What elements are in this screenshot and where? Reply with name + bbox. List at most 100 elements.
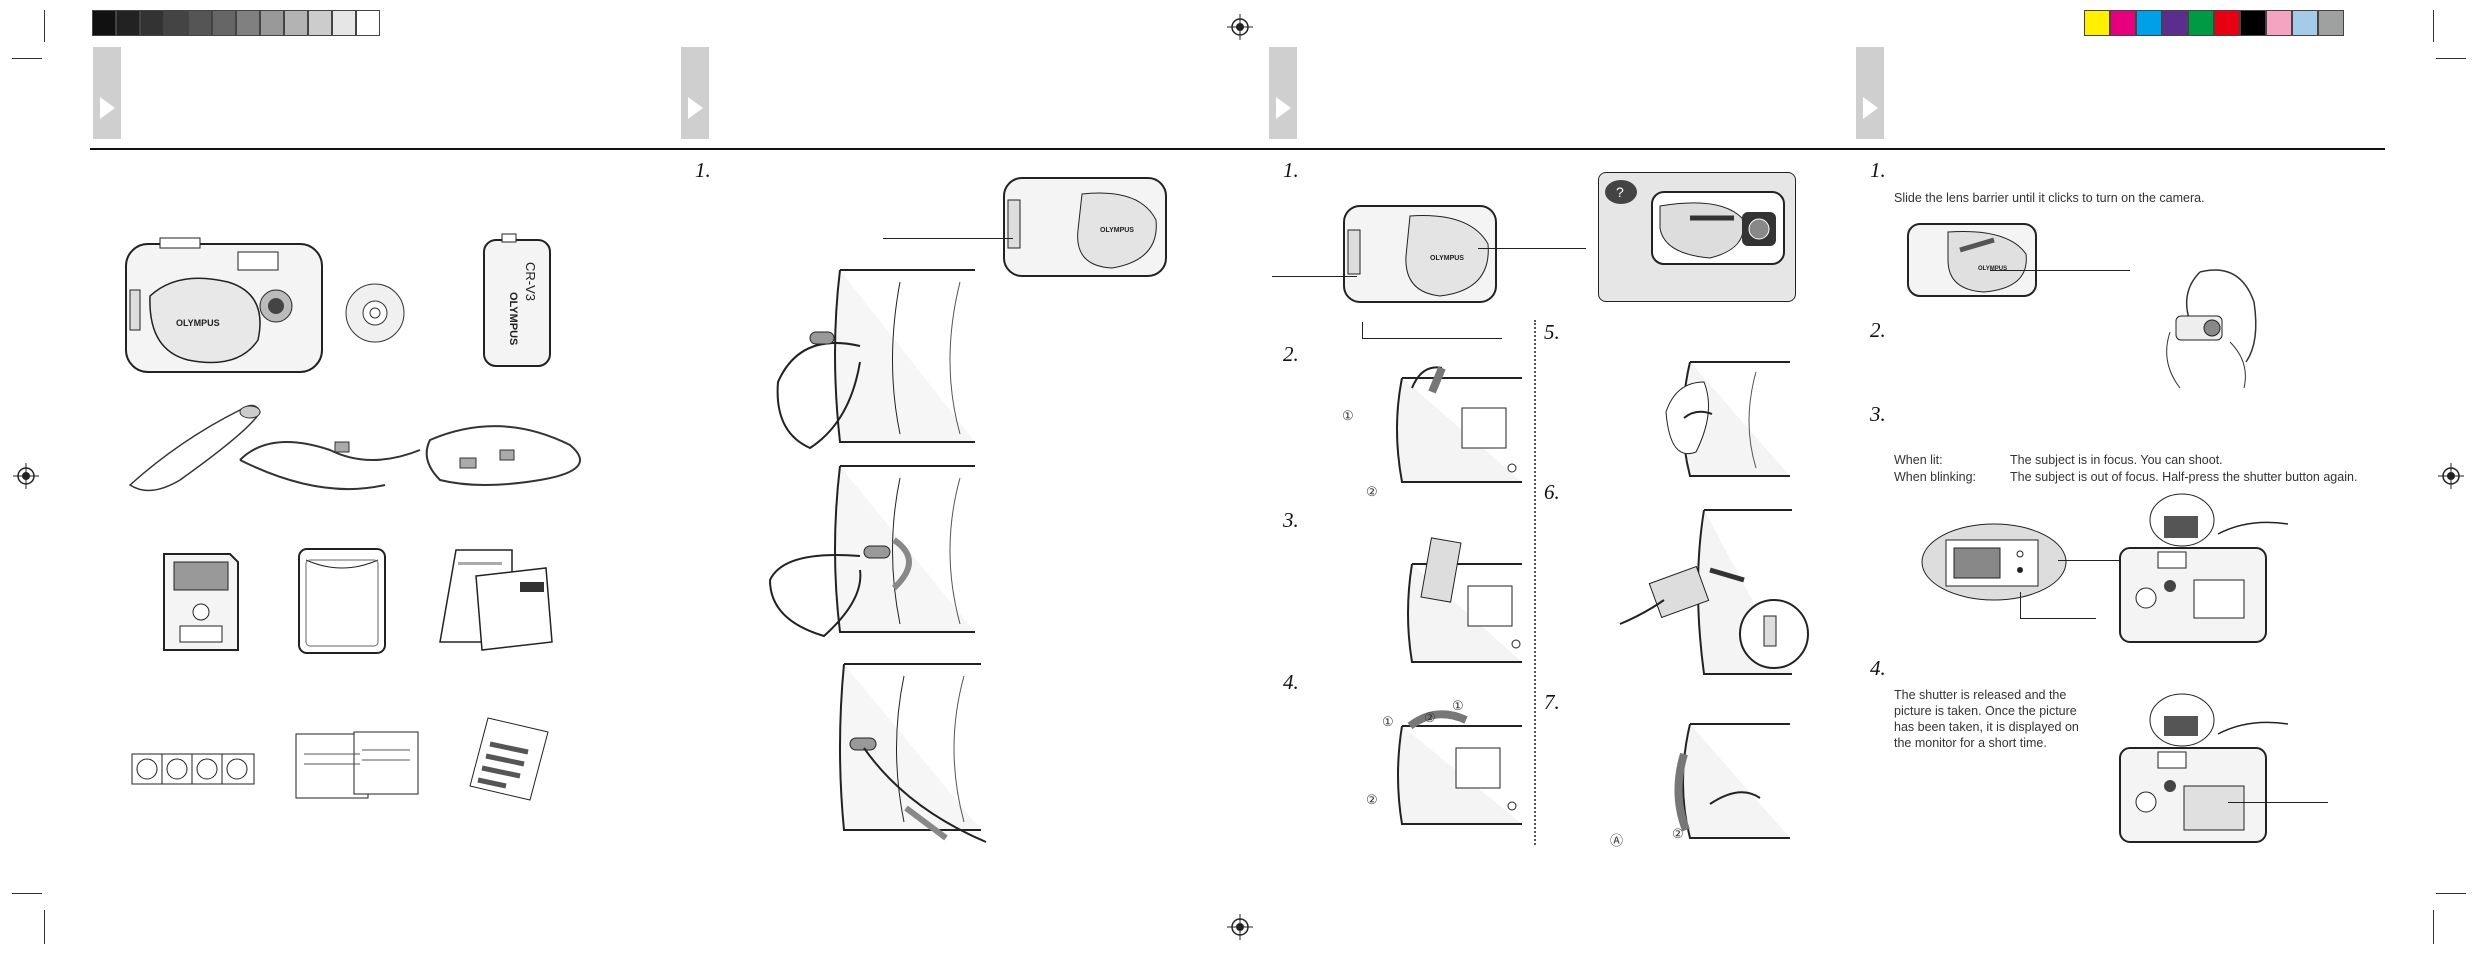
page-tab	[1269, 47, 1297, 139]
battery-model-label: CR-V3	[523, 262, 538, 301]
brand-label: OLYMPUS	[176, 318, 220, 328]
callout-number: ①	[1452, 698, 1464, 713]
triangle-icon	[688, 97, 703, 119]
triangle-icon	[1276, 97, 1291, 119]
camera-front-illustration: OLYMPUS	[1340, 196, 1500, 306]
gray-swatch	[260, 10, 284, 36]
step-number: 1.	[1870, 158, 1886, 182]
page-tab	[1856, 47, 1884, 139]
callout-number: ②	[1424, 710, 1436, 725]
callout-letter: Ⓐ	[1610, 833, 1624, 848]
instruction-text: Slide the lens barrier until it clicks t…	[1894, 191, 2205, 205]
instruction-text: The shutter is released and the picture …	[1894, 688, 2079, 750]
registration-target-icon	[1227, 914, 1253, 940]
battery-brand-label: OLYMPUS	[507, 292, 519, 345]
smartmedia-card-illustration	[160, 550, 242, 654]
triangle-icon	[1863, 97, 1878, 119]
step-number: 3.	[1283, 508, 1299, 532]
strap-and-cables-illustration	[120, 390, 600, 500]
callout-line	[1362, 322, 1363, 338]
battery-insert-illustration	[1406, 534, 1522, 664]
cd-rom-icon	[344, 282, 406, 344]
battery-illustration: CR-V3 OLYMPUS	[480, 232, 556, 374]
gray-swatch	[212, 10, 236, 36]
callout-line	[1362, 338, 1502, 339]
strap-step-b-illustration	[764, 460, 975, 640]
svg-text:?: ?	[1616, 184, 1624, 200]
registration-target-icon	[2438, 463, 2464, 489]
lit-label: When lit:	[1894, 453, 1943, 467]
gray-swatch	[116, 10, 140, 36]
camera-back-illustration	[2118, 488, 2292, 646]
strap-step-c-illustration	[836, 658, 986, 848]
color-swatch	[2292, 10, 2318, 36]
card-case-illustration	[296, 546, 388, 656]
blink-label: When blinking:	[1894, 470, 1976, 484]
gray-swatch	[284, 10, 308, 36]
color-swatch	[2162, 10, 2188, 36]
callout-line	[1478, 248, 1586, 249]
callout-number: ①	[1342, 408, 1354, 423]
color-swatch	[2136, 10, 2162, 36]
gray-swatch	[92, 10, 116, 36]
manual-and-card-illustration	[436, 546, 556, 652]
card-insert-illustration	[1614, 504, 1814, 680]
camera-front-illustration: OLYMPUS	[118, 230, 328, 378]
callout-line	[2058, 560, 2178, 561]
question-bubble-icon: ?	[1605, 180, 1637, 204]
color-swatch	[2266, 10, 2292, 36]
person-holding-camera-illustration	[2160, 262, 2264, 392]
lens-cap-set-illustration	[130, 752, 256, 786]
step-number: 4.	[1283, 670, 1299, 694]
step-number: 7.	[1544, 690, 1560, 714]
gray-swatch	[164, 10, 188, 36]
callout-line	[883, 238, 1013, 239]
brand-label: OLYMPUS	[1430, 255, 1464, 262]
callout-line	[2020, 592, 2021, 618]
color-swatch	[2110, 10, 2136, 36]
callout-line	[2228, 802, 2328, 803]
step-number: 2.	[1870, 318, 1886, 342]
triangle-icon	[100, 97, 115, 119]
page-tab	[681, 47, 709, 139]
card-cover-open-illustration	[1656, 352, 1790, 482]
registration-target-icon	[13, 463, 39, 489]
column-separator	[1534, 320, 1536, 845]
blink-text: The subject is out of focus. Half-press …	[2010, 470, 2358, 484]
color-swatch	[2188, 10, 2214, 36]
battery-cover-open-illustration	[1392, 358, 1522, 488]
brand-label: OLYMPUS	[1978, 266, 2007, 272]
brand-label: OLYMPUS	[1100, 227, 1134, 234]
strap-step-a-illustration	[770, 262, 975, 452]
gray-swatch	[332, 10, 356, 36]
gray-swatch	[236, 10, 260, 36]
registration-target-icon	[1227, 14, 1253, 40]
battery-cover-close-illustration	[1396, 696, 1522, 826]
document-sheet-icon	[466, 714, 552, 804]
step-number: 1.	[695, 158, 711, 182]
gray-swatch	[140, 10, 164, 36]
callout-line	[1990, 270, 2130, 271]
gray-swatch	[308, 10, 332, 36]
callout-number: ②	[1366, 792, 1378, 807]
gray-swatch	[188, 10, 212, 36]
callout-line	[1272, 276, 1357, 277]
step-number: 4.	[1870, 656, 1886, 680]
callout-line	[2020, 618, 2096, 619]
viewfinder-lamp-illustration	[1920, 522, 2068, 602]
camera-side-illustration: OLYMPUS	[1000, 170, 1170, 280]
step-number: 5.	[1544, 320, 1560, 344]
warranty-cards-illustration	[294, 730, 420, 800]
step-number: 2.	[1283, 342, 1299, 366]
step-number: 6.	[1544, 480, 1560, 504]
header-rule	[90, 148, 2385, 150]
step-number: 3.	[1870, 402, 1886, 426]
camera-front-illustration: OLYMPUS	[1904, 220, 2040, 300]
camera-back-shutter-illustration	[2118, 690, 2292, 848]
callout-number: ①	[1382, 714, 1394, 729]
step-number: 1.	[1283, 158, 1299, 182]
card-cover-close-illustration	[1660, 714, 1790, 844]
color-swatch	[2084, 10, 2110, 36]
color-swatch	[2214, 10, 2240, 36]
lens-barrier-illustration	[1650, 188, 1786, 268]
